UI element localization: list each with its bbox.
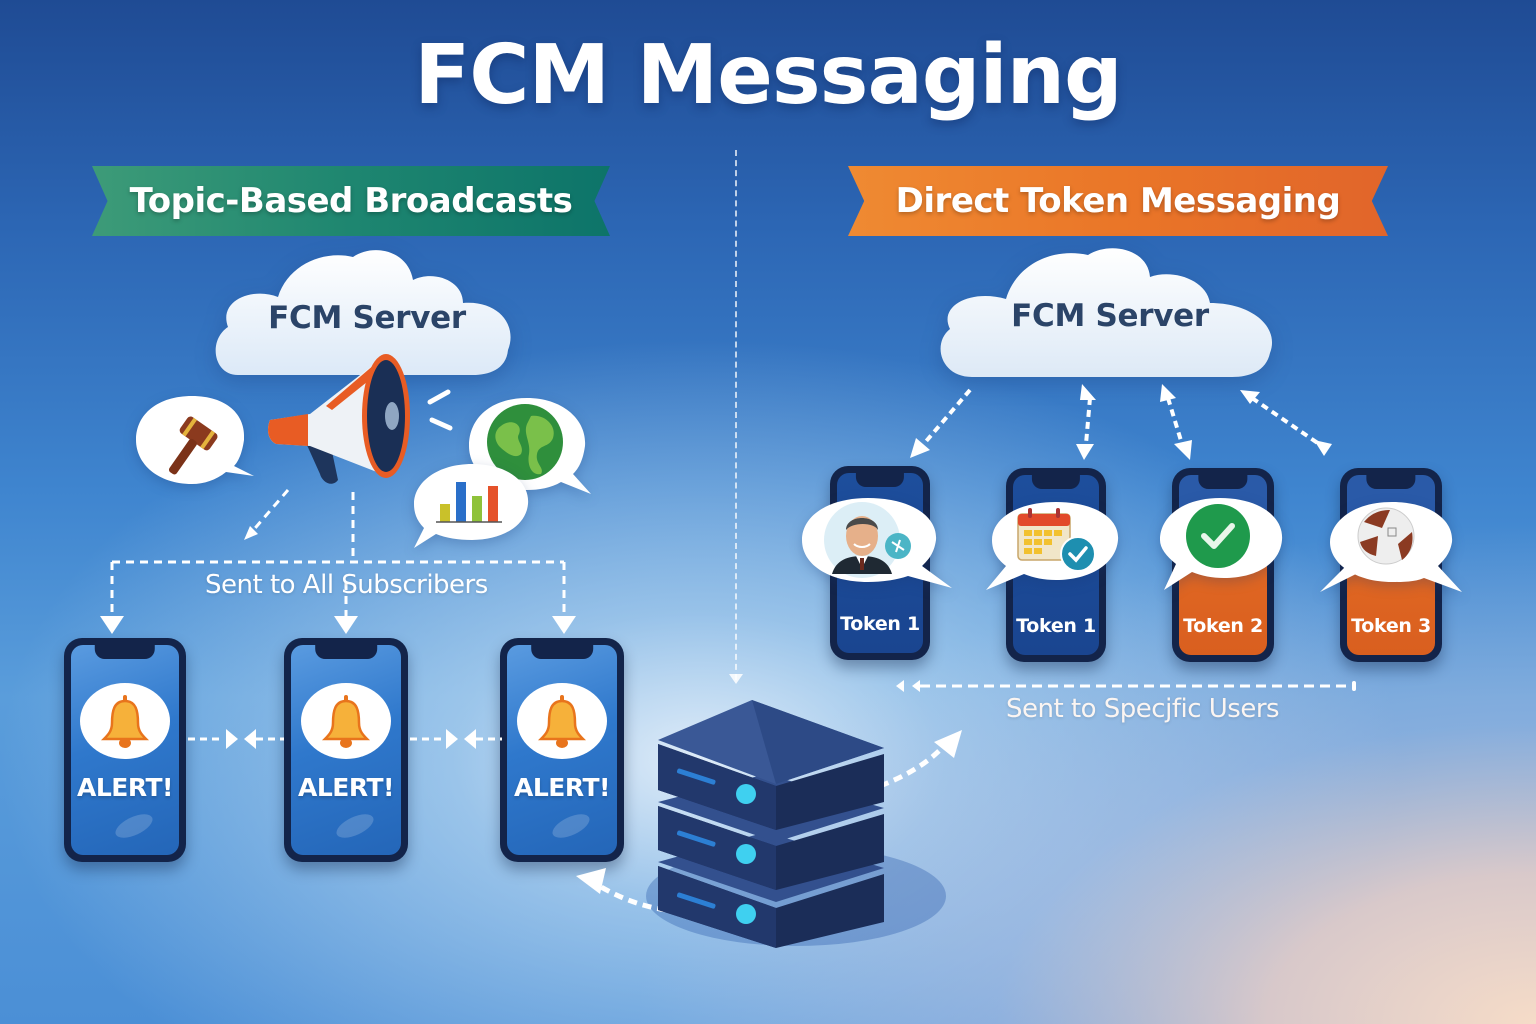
bell-icon-circle [301,683,391,759]
arrow-down-icon [100,616,124,634]
token-label: Token 1 [840,613,920,635]
user-avatar-icon [824,502,900,578]
football-bubble [1320,502,1462,592]
broadcast-caption: Sent to All Subscribers [205,570,488,600]
calendar-check-icon [1017,508,1096,572]
globe-icon [487,404,563,480]
alert-label: ALERT! [77,773,173,802]
user-avatar-bubble [802,498,952,588]
sound-waves-icon [427,389,453,431]
topic-broadcast-banner: Topic-Based Broadcasts [92,166,610,236]
fcm-server-cloud-right [940,248,1273,377]
fcm-server-label-left: FCM Server [268,300,466,336]
panel-divider [735,150,737,680]
fcm-server-label-right: FCM Server [1011,298,1209,334]
topic-broadcast-banner-label: Topic-Based Broadcasts [129,181,573,221]
subscriber-phone: ALERT! [500,638,624,862]
token-label: Token 1 [1016,615,1096,637]
direct-token-banner-label: Direct Token Messaging [895,181,1341,221]
subscriber-phone: ALERT! [64,638,186,862]
arrow-down-icon [334,616,358,634]
checkmark-icon [1186,504,1250,568]
chat-badge-icon [885,533,911,559]
bell-icon-circle [517,683,607,759]
megaphone-icon [268,354,410,484]
phone-sync-arrows [410,729,502,749]
token-delivery-arrows [910,384,1332,460]
broadcast-distribution-arrows [100,489,576,634]
subscriber-phone: ALERT! [284,638,408,862]
gavel-icon [168,416,218,475]
specific-users-caption: Sent to Specjfic Users [1006,694,1280,724]
gavel-bubble [136,396,254,484]
server-unit [658,700,884,830]
checkmark-bubble [1160,498,1283,590]
bell-icon [321,695,371,748]
bar-chart-icon [436,482,502,523]
page-title: FCM Messaging [414,28,1122,123]
bell-icon [537,695,587,748]
token-label: Token 3 [1351,615,1431,637]
divider-arrowhead-icon [729,674,743,684]
phone-sync-arrows [188,729,284,749]
server-stack-icon [576,700,962,948]
fcm-server-cloud-left [215,250,511,375]
direct-token-banner: Direct Token Messaging [848,166,1388,236]
bell-icon-circle [80,683,170,759]
alert-label: ALERT! [298,773,394,802]
bell-icon [100,695,150,748]
football-icon [1357,507,1415,565]
specific-users-arrow [896,680,1356,692]
token-label: Token 2 [1183,615,1263,637]
alert-label: ALERT! [514,773,610,802]
calendar-bubble [986,502,1119,590]
arrow-down-icon [552,616,576,634]
bar-chart-bubble [414,464,529,548]
